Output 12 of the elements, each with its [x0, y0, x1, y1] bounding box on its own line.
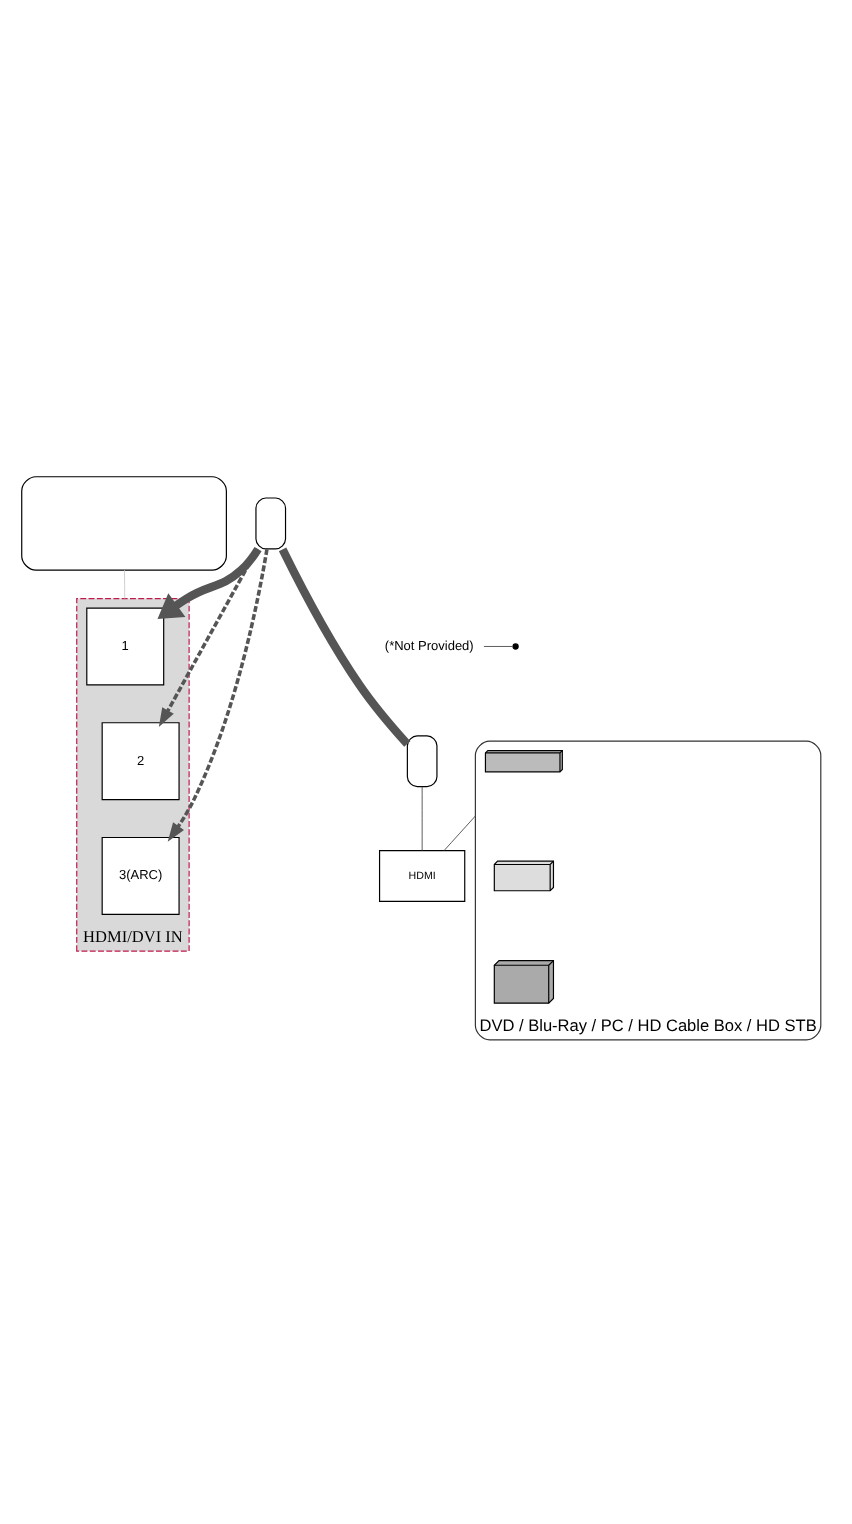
cluster: [474, 739, 822, 1040]
connector: [421, 785, 423, 850]
connector: [124, 568, 126, 599]
node-box: [21, 475, 227, 570]
node-box: [255, 496, 287, 549]
arrow: [158, 547, 259, 727]
connector: [278, 546, 411, 746]
connector: [483, 645, 514, 646]
arrow: [157, 545, 262, 618]
node-box: [406, 734, 438, 787]
connector: [443, 814, 476, 850]
arrow: [167, 547, 269, 841]
